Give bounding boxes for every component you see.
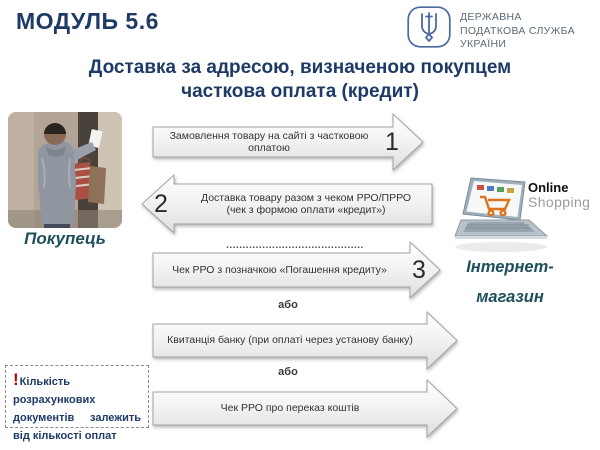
arrow-left-shape: [141, 173, 433, 235]
shop-label-line1: Інтернет-: [466, 258, 554, 276]
arrow-right-shape: [152, 240, 441, 300]
shop-label-line2: магазин: [476, 288, 544, 306]
flow-step-1-text: Замовлення товару на сайті з частковою о…: [169, 129, 369, 155]
buyer-label: Покупець: [24, 229, 106, 248]
agency-line1: ДЕРЖАВНА: [460, 11, 522, 23]
flow-step-2-text-line1: Доставка товару разом з чеком РРО/ПРРО: [200, 191, 412, 204]
flow-step-2-text: Доставка товару разом з чеком РРО/ПРРО (…: [184, 184, 428, 224]
flow-step-1-number: 1: [385, 127, 399, 156]
arrow-right-shape: [152, 310, 458, 371]
laptop-icon: [454, 177, 549, 252]
flow-step-1-arrow: Замовлення товару на сайті з частковою о…: [152, 112, 424, 172]
flow-step-5-arrow: Чек РРО про переказ коштів: [152, 378, 458, 439]
page-title-line1: Доставка за адресою, визначеною покупцем: [88, 57, 512, 78]
flow-step-2-number: 2: [154, 189, 168, 218]
note-text: Кількість розрахункових документів залеж…: [13, 376, 141, 442]
flow-step-3-text: Чек РРО з позначкою «Погашення кредиту»: [172, 263, 387, 276]
trident-icon: [407, 6, 451, 48]
or-label-1: або: [278, 299, 298, 311]
buyer-photo-image: [8, 112, 122, 228]
agency-line3: УКРАЇНИ: [460, 38, 507, 50]
buyer-photo: [8, 112, 122, 228]
shop-label: Інтернет- магазин: [452, 252, 568, 312]
exclamation-mark: !: [13, 370, 19, 389]
online-shopping-brand: Online Shopping: [528, 180, 590, 210]
flow-step-3-arrow: Чек РРО з позначкою «Погашення кредиту» …: [152, 240, 441, 300]
arrow-right-shape: [152, 378, 458, 439]
online-shop-image: [453, 174, 573, 256]
tax-service-logo: [407, 6, 451, 48]
page-title: Доставка за адресою, визначеною покупцем…: [0, 56, 600, 104]
page-title-line2: часткова оплата (кредит): [181, 81, 419, 102]
note-box: !Кількість розрахункових документів зале…: [5, 365, 149, 442]
agency-line2: ПОДАТКОВА СЛУЖБА: [460, 24, 575, 37]
flow-step-3-number: 3: [412, 255, 426, 284]
agency-name: ДЕРЖАВНА ПОДАТКОВА СЛУЖБА УКРАЇНИ: [460, 11, 575, 52]
flow-step-2-text-line2: (чек з формою оплати «кредит»): [226, 204, 386, 216]
flow-step-4-arrow: Квитанція банку (при оплаті через устано…: [152, 310, 458, 371]
brand-shopping: Shopping: [528, 194, 591, 210]
flow-step-5-text: Чек РРО про переказ коштів: [220, 402, 360, 415]
arrow-right-shape: [152, 112, 424, 172]
module-title: МОДУЛЬ 5.6: [16, 8, 159, 34]
dotted-separator: ........................................…: [226, 240, 364, 251]
brand-online: Online: [528, 180, 569, 195]
flow-step-2-arrow: Доставка товару разом з чеком РРО/ПРРО (…: [141, 173, 433, 235]
or-label-2: або: [278, 366, 298, 378]
flow-step-4-text: Квитанція банку (при оплаті через устано…: [167, 334, 413, 347]
